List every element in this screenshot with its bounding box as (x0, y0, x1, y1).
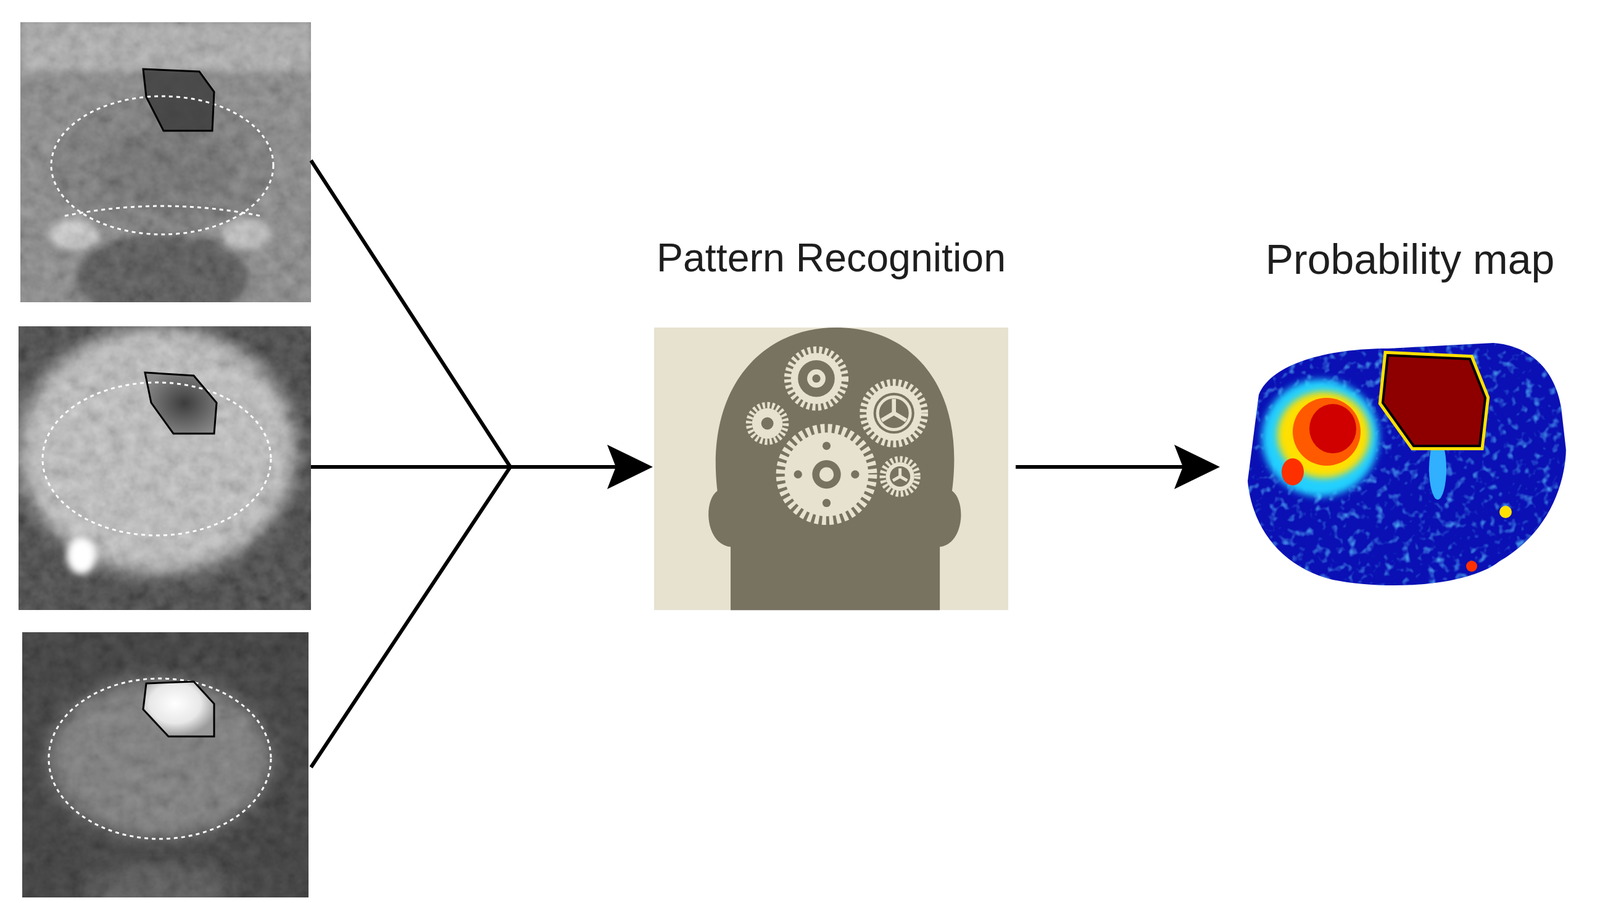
node-heading: Probability map (1224, 234, 1596, 286)
prostate-outline (48, 678, 271, 840)
merge-line (508, 465, 620, 469)
gear-hole (822, 441, 831, 450)
image-ground (18, 326, 311, 611)
gear-hole (850, 470, 859, 479)
lesion-outline (143, 681, 215, 737)
gear (882, 459, 917, 494)
gear-hole (812, 460, 841, 489)
image-texture (20, 22, 311, 303)
image-ground (20, 22, 311, 303)
merge-line (310, 465, 511, 469)
image-texture (22, 632, 309, 898)
speckle-spot (1466, 560, 1478, 573)
mri-dwi-image (22, 632, 309, 898)
gear (787, 349, 846, 408)
gear-hole (761, 417, 774, 431)
mri-adc-image (18, 326, 311, 611)
image-texture (18, 326, 311, 611)
icon-ground (654, 327, 1009, 611)
hot-region (1309, 404, 1357, 454)
gear-teeth (787, 349, 846, 408)
gear-teeth (780, 428, 873, 521)
gear-hole (873, 393, 915, 434)
lesion-area (143, 681, 215, 737)
lesion-area (143, 69, 215, 131)
arrow-head (607, 444, 653, 490)
gear (780, 428, 873, 521)
pattern-recognition-node: Pattern Recognition (654, 234, 1009, 611)
prostate-outline (42, 382, 271, 536)
mri-t2-image (20, 22, 311, 303)
node-heading: Pattern Recognition (654, 234, 1009, 282)
gear-hole (812, 374, 821, 383)
hot-region (1292, 397, 1361, 466)
speckle-spot (1499, 505, 1512, 519)
lesion-outline (1382, 355, 1486, 447)
gear-spokes (881, 399, 907, 421)
gear-hole (794, 470, 803, 479)
merge-line (310, 160, 511, 468)
prostate-outline (51, 96, 274, 235)
map-speckle (1246, 339, 1568, 593)
gear-teeth (749, 405, 787, 443)
gear-ring (877, 396, 911, 430)
hot-region-halo (1261, 379, 1380, 497)
gear (863, 382, 925, 444)
image-ground (22, 632, 309, 898)
head-gears-icon (654, 327, 1009, 611)
gear-spokes (892, 468, 908, 481)
gear-hole (822, 499, 831, 508)
gear-teeth (882, 459, 917, 494)
gear-body (752, 408, 784, 440)
probability-map-node: Probability map (1224, 234, 1596, 599)
gear-hole (797, 360, 835, 398)
gear-hub (819, 467, 834, 482)
lesion-outline (145, 372, 217, 434)
gear-hole (889, 466, 911, 487)
gear-teeth (863, 382, 925, 444)
gear (749, 405, 787, 443)
gear-body (791, 352, 843, 405)
head-silhouette (708, 327, 961, 611)
gear-hub (807, 369, 826, 389)
gear-body (885, 462, 914, 491)
merge-lines (310, 160, 620, 768)
gear-body (866, 385, 922, 441)
bright-spot (66, 537, 97, 575)
speckle-texture (1246, 339, 1568, 593)
probability-map-image (1246, 339, 1568, 593)
lesion-rim (1382, 355, 1486, 447)
flow-arrow (1015, 465, 1208, 469)
hot-region (1281, 458, 1304, 486)
gear-body (784, 432, 869, 517)
structure-outline (64, 206, 261, 216)
merge-line (310, 467, 511, 768)
lesion-outline (143, 69, 215, 131)
